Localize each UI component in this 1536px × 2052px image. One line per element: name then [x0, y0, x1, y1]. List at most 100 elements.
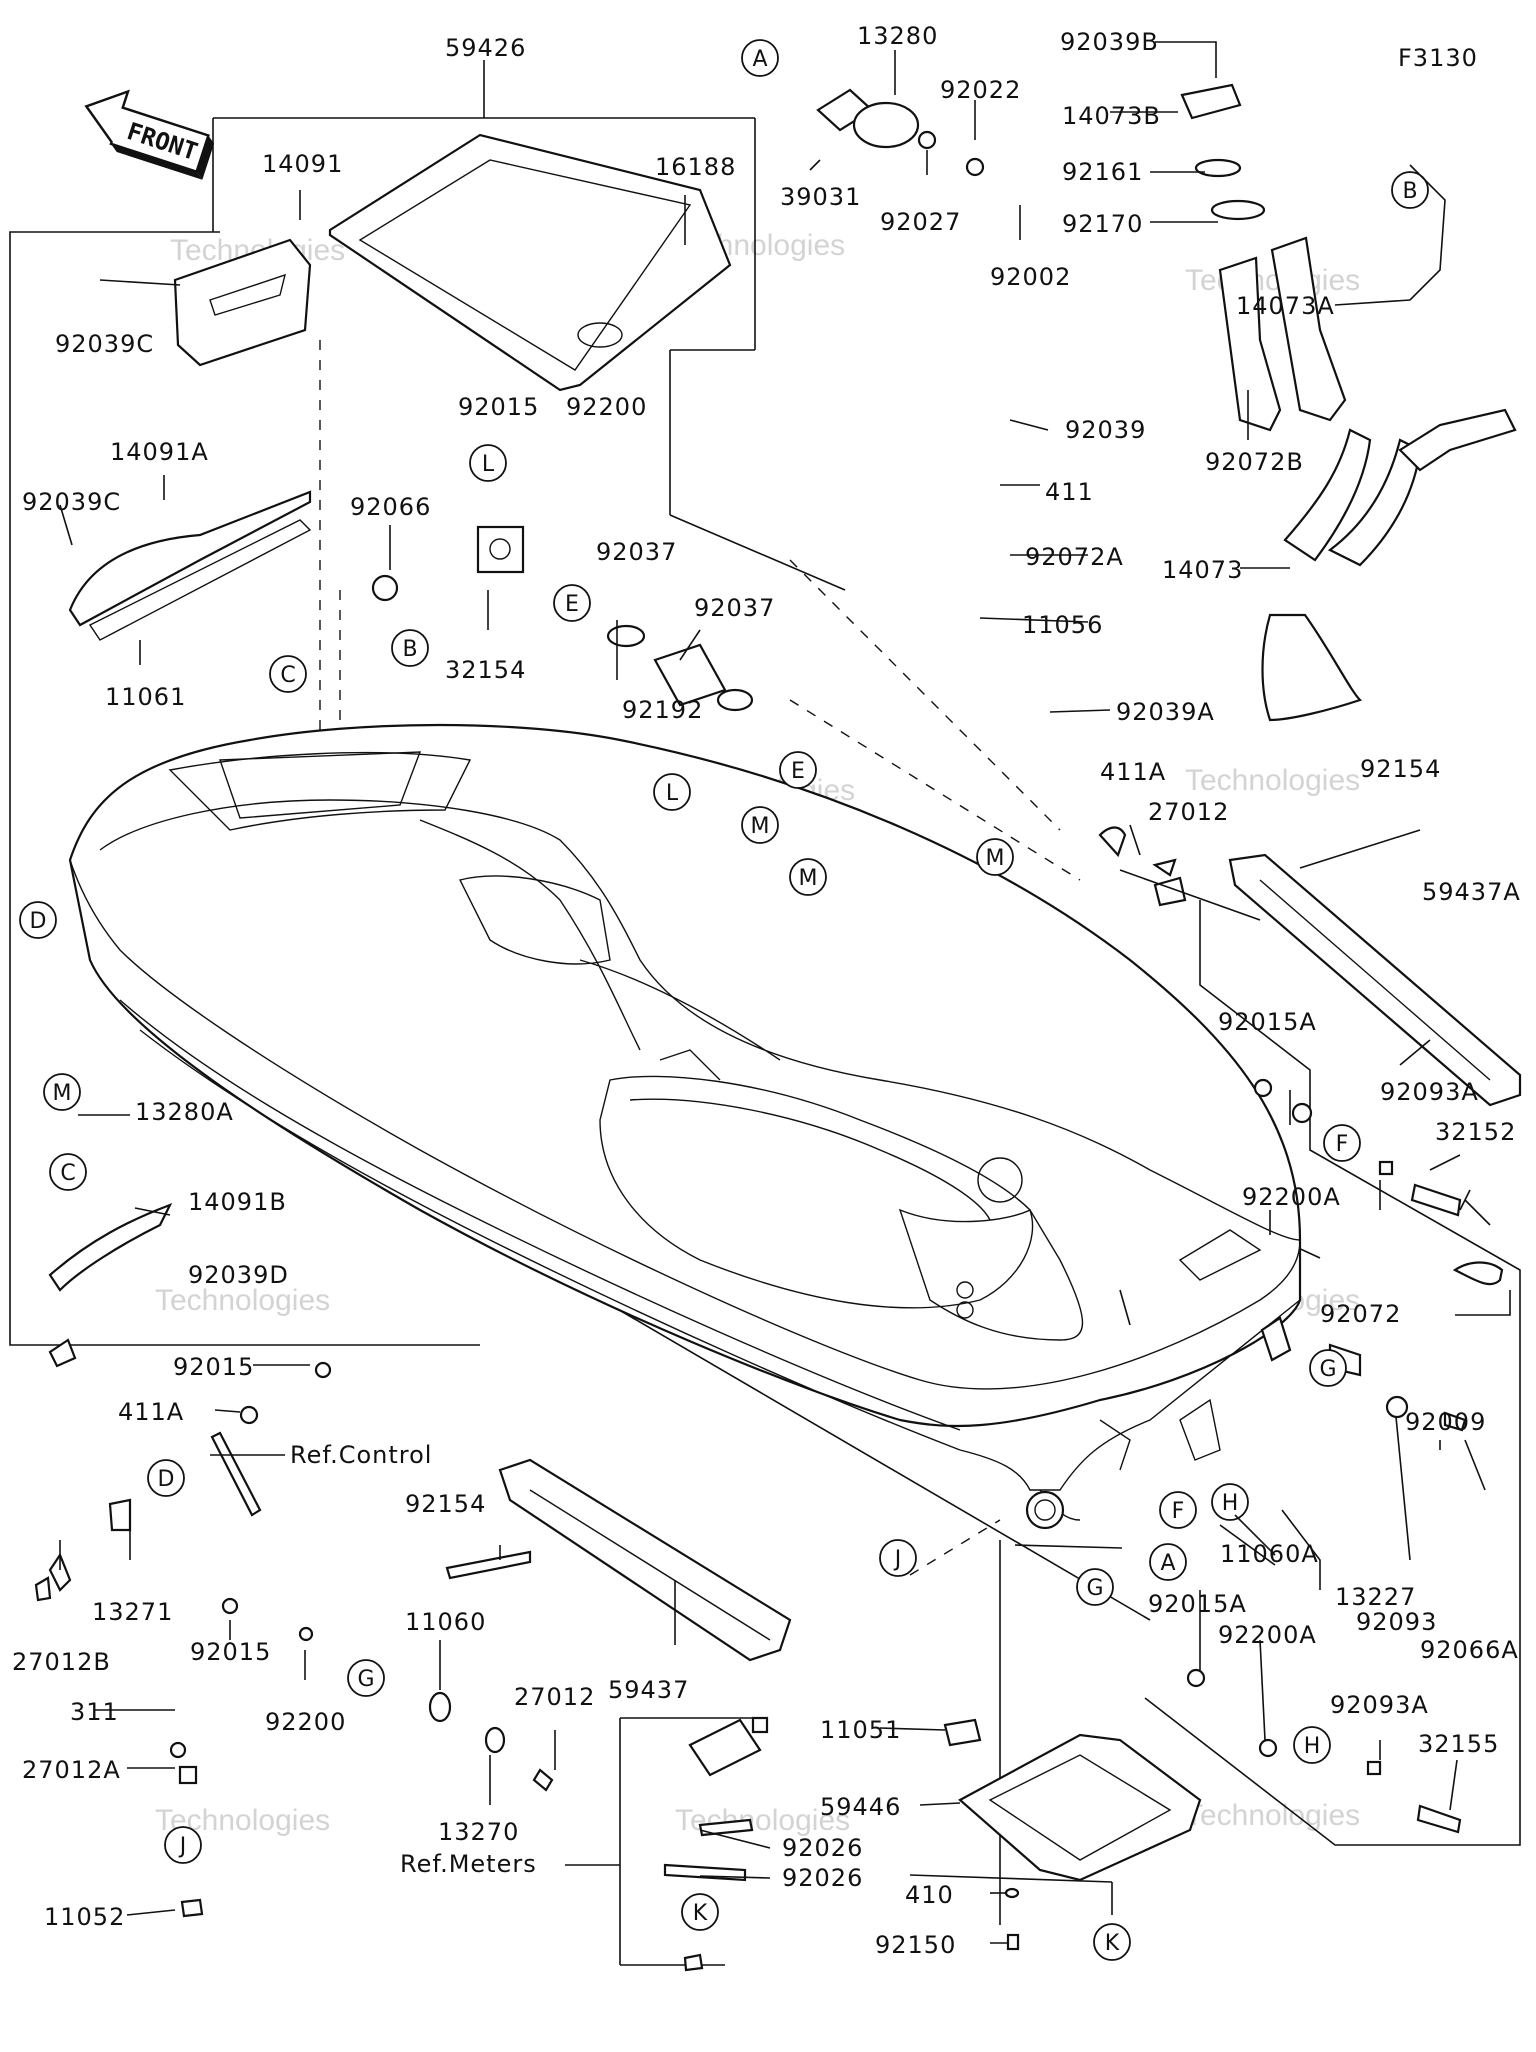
callout-marker: C — [49, 1153, 87, 1191]
callout-circle — [269, 655, 307, 693]
callout-circle — [469, 444, 507, 482]
part-number-label: 14073B — [1062, 102, 1161, 130]
front-arrow-icon: FRONT — [84, 89, 215, 180]
left-grille — [498, 1458, 792, 1662]
callout-letter: A — [752, 47, 767, 72]
callout-circle — [553, 584, 591, 622]
part-number-label: 92026 — [782, 1864, 863, 1892]
left-hardware — [34, 826, 1187, 1972]
watermark: Technologies — [1185, 1799, 1360, 1832]
part-number-label: 13280 — [857, 22, 938, 50]
part-number-label: Ref.Meters — [400, 1850, 537, 1878]
callout-marker: M — [789, 858, 827, 896]
part-number-label: 14091 — [262, 150, 343, 178]
callout-marker: M — [741, 806, 779, 844]
callout-marker: H — [1211, 1483, 1249, 1521]
part-number-label: 92037 — [694, 594, 775, 622]
callout-marker: H — [1293, 1726, 1331, 1764]
callout-circle — [1391, 171, 1429, 209]
part-number-label: 59446 — [820, 1793, 901, 1821]
part-number-label: 92039 — [1065, 416, 1146, 444]
watermark: Technologies — [1185, 264, 1360, 297]
callout-letter: M — [53, 1081, 72, 1106]
callout-circle — [19, 901, 57, 939]
callout-marker: G — [347, 1659, 385, 1697]
intake-grate — [958, 1733, 1202, 1882]
part-number-label: 92093A — [1330, 1691, 1429, 1719]
callout-marker: E — [779, 751, 817, 789]
callout-letter: K — [1105, 1931, 1120, 1956]
part-number-label: 92093A — [1380, 1078, 1479, 1106]
part-number-label: 92072B — [1205, 448, 1304, 476]
diagram-id: F3130 — [1398, 44, 1478, 72]
part-number-label: 14073 — [1162, 556, 1243, 584]
callout-letter: E — [565, 592, 579, 617]
center-parts — [371, 525, 754, 712]
part-number-label: 11056 — [1022, 611, 1103, 639]
part-number-label: 92154 — [1360, 755, 1441, 783]
callout-marker: C — [269, 655, 307, 693]
part-number-label: 92192 — [622, 696, 703, 724]
callout-letter: M — [751, 814, 770, 839]
callout-marker: B — [391, 629, 429, 667]
part-number-label: 92154 — [405, 1490, 486, 1518]
callout-circle — [741, 806, 779, 844]
watermark: Technologies — [1185, 764, 1360, 797]
callout-marker: A — [741, 39, 779, 77]
part-number-label: 27012 — [514, 1683, 595, 1711]
part-number-label: 27012 — [1148, 798, 1229, 826]
callout-letter: J — [893, 1547, 902, 1572]
callout-marker: L — [653, 773, 691, 811]
callout-circle — [147, 1459, 185, 1497]
part-number-label: 92039B — [1060, 28, 1159, 56]
callout-letter: K — [693, 1901, 708, 1926]
callout-letter: B — [402, 637, 417, 662]
callout-marker: G — [1309, 1349, 1347, 1387]
side-cover — [48, 1202, 173, 1292]
callout-circle — [653, 773, 691, 811]
callout-marker: F — [1159, 1491, 1197, 1529]
part-number-label: 14091A — [110, 438, 209, 466]
part-number-label: 13270 — [438, 1818, 519, 1846]
part-number-label: 92039C — [55, 330, 154, 358]
callout-letter: G — [357, 1667, 374, 1692]
callout-marker: F — [1323, 1124, 1361, 1162]
part-number-label: 410 — [905, 1881, 954, 1909]
part-number-label: 92002 — [990, 263, 1071, 291]
part-number-label: 411 — [1045, 478, 1094, 506]
part-number-label: 92015 — [458, 393, 539, 421]
part-number-label: 92015 — [173, 1353, 254, 1381]
part-number-label: 11051 — [820, 1716, 901, 1744]
part-number-label: 92200 — [566, 393, 647, 421]
callout-marker: K — [681, 1893, 719, 1931]
callout-circle — [1309, 1349, 1347, 1387]
part-number-label: 27012B — [12, 1648, 111, 1676]
part-number-label: 92015 — [190, 1638, 271, 1666]
callout-letter: B — [1402, 179, 1417, 204]
callout-letter: C — [280, 663, 295, 688]
callout-letter: L — [482, 452, 495, 477]
part-number-label: 59426 — [445, 34, 526, 62]
callout-marker: G — [1076, 1568, 1114, 1606]
part-number-label: 92022 — [940, 76, 1021, 104]
part-number-label: 32152 — [1435, 1118, 1516, 1146]
callout-circle — [391, 629, 429, 667]
cover-gasket — [68, 490, 312, 641]
part-number-label: 59437A — [1422, 878, 1521, 906]
part-number-label: 411A — [1100, 758, 1166, 786]
callout-letter: D — [30, 909, 47, 934]
part-number-label: Ref.Control — [290, 1441, 432, 1469]
access-cover — [173, 238, 312, 367]
callout-letter: D — [158, 1467, 175, 1492]
callout-letter: M — [986, 846, 1005, 871]
part-number-label: 92150 — [875, 1931, 956, 1959]
callout-circle — [1293, 1726, 1331, 1764]
callout-circle — [164, 1826, 202, 1864]
part-number-label: 92093 — [1356, 1608, 1437, 1636]
callout-marker: D — [19, 901, 57, 939]
right-grille — [1228, 853, 1522, 1107]
callout-circle — [789, 858, 827, 896]
part-number-label: 32154 — [445, 656, 526, 684]
part-number-label: 92009 — [1405, 1408, 1486, 1436]
